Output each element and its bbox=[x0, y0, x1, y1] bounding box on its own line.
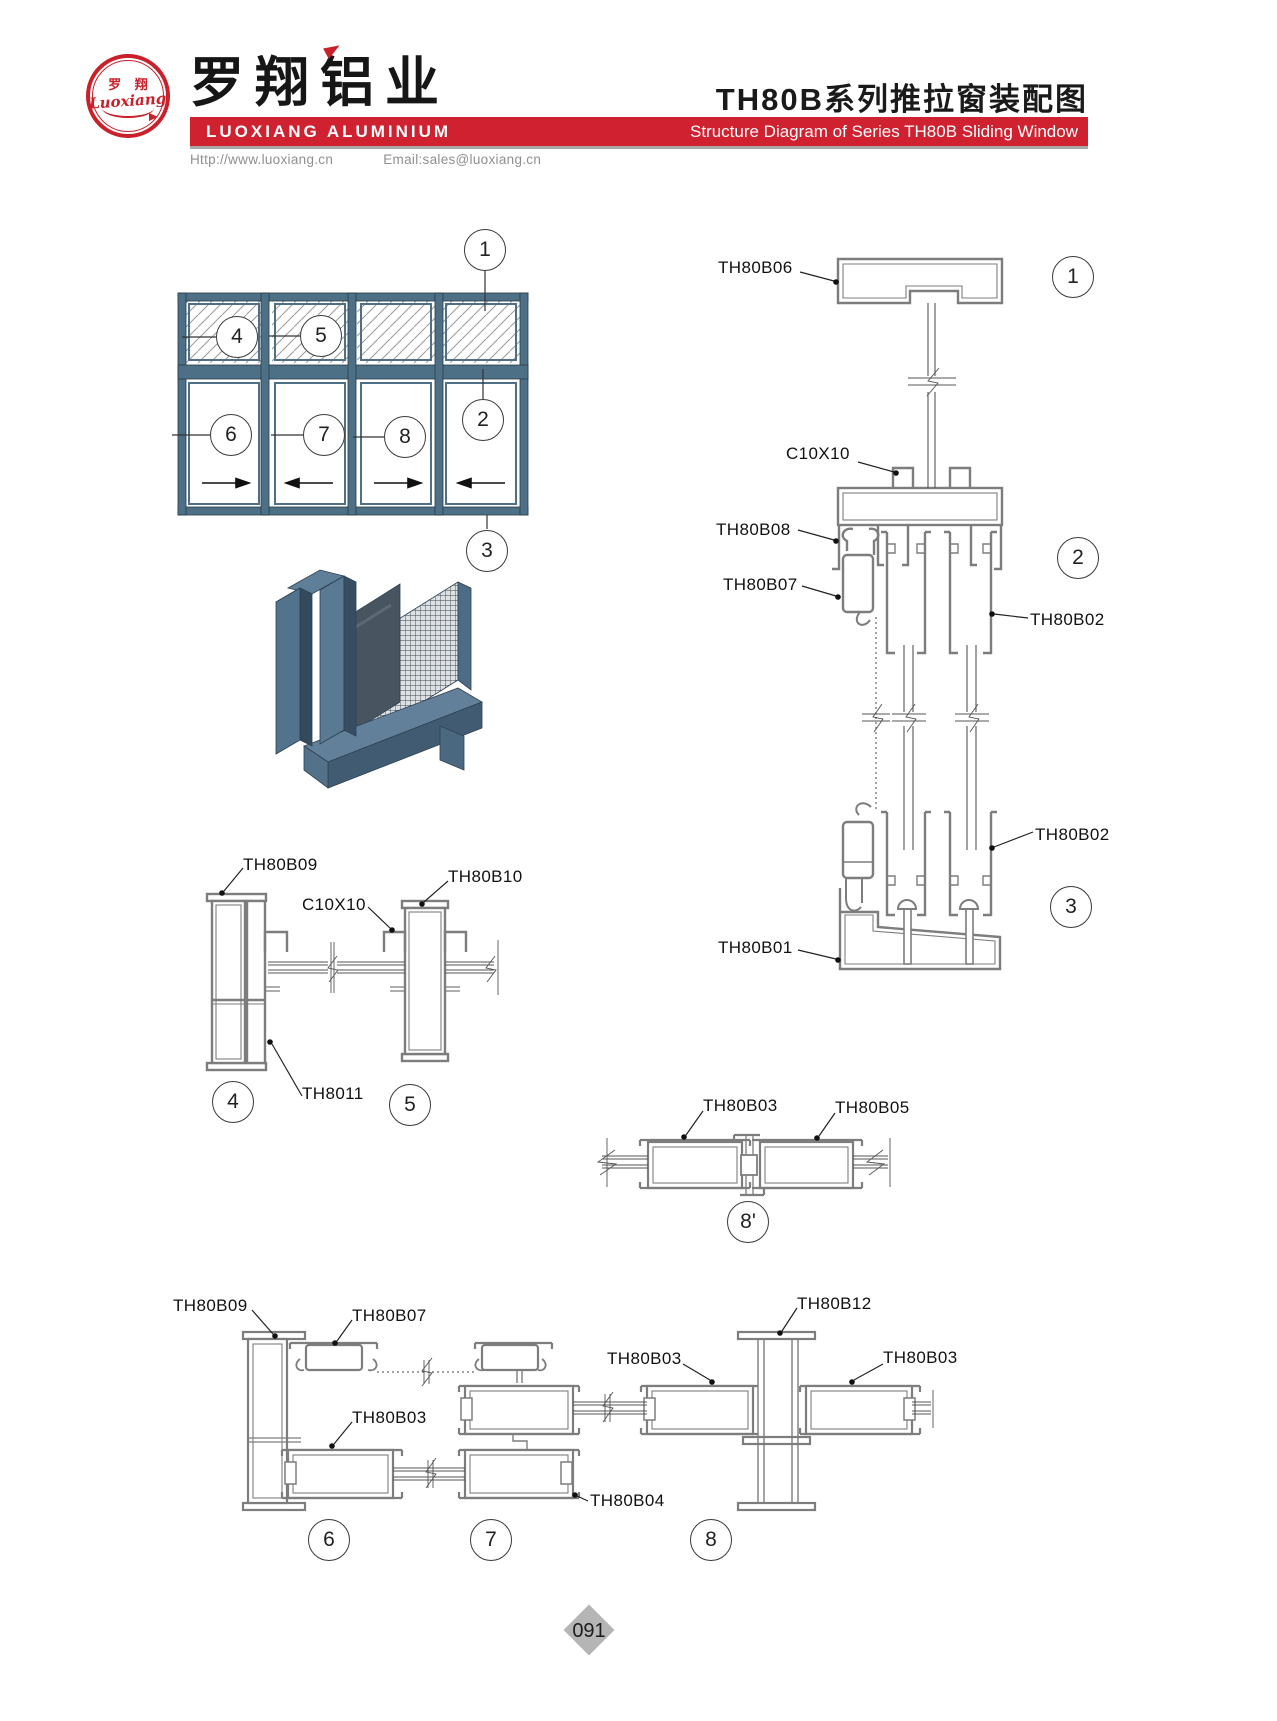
label-th8011: TH8011 bbox=[302, 1084, 364, 1103]
header-banner: LUOXIANG ALUMINIUM Structure Diagram of … bbox=[190, 117, 1088, 146]
label-th80b02-lower: TH80B02 bbox=[1035, 825, 1110, 844]
callout-2-elevation: 2 bbox=[462, 399, 504, 441]
elevation-sash-outlines bbox=[188, 303, 517, 505]
slide-direction-arrows bbox=[202, 477, 505, 489]
company-logo-icon: 罗 翔 Luoxiang bbox=[86, 54, 170, 138]
detail-8p-drawing bbox=[596, 1110, 891, 1197]
section-leader-lines bbox=[797, 271, 1034, 963]
banner-shadow bbox=[190, 146, 1088, 149]
window-elevation-drawing bbox=[172, 271, 529, 529]
callout-3-section: 3 bbox=[1050, 886, 1092, 928]
detail8p-glass-lines bbox=[596, 1138, 891, 1187]
label-th80b09-detail678: TH80B09 bbox=[173, 1296, 248, 1315]
callout-8-detail: 8 bbox=[690, 1519, 732, 1561]
detail45-profiles bbox=[205, 892, 468, 1072]
label-th80b07-detail678: TH80B07 bbox=[352, 1306, 427, 1325]
label-th80b02-upper: TH80B02 bbox=[1030, 610, 1105, 629]
detail8p-leader-lines bbox=[681, 1110, 836, 1141]
label-th80b09-detail45: TH80B09 bbox=[243, 855, 318, 874]
label-th80b03-mid: TH80B03 bbox=[607, 1349, 682, 1368]
website-link[interactable]: Http://www.luoxiang.cn bbox=[190, 152, 334, 167]
elevation-leader-lines bbox=[172, 271, 488, 529]
callout-1-section: 1 bbox=[1052, 256, 1094, 298]
callout-6-elevation: 6 bbox=[210, 414, 252, 456]
detail-45-drawing bbox=[205, 867, 499, 1097]
label-c10x10-detail45: C10X10 bbox=[302, 895, 366, 914]
callout-2-section: 2 bbox=[1057, 537, 1099, 579]
callout-4-elevation: 4 bbox=[216, 316, 258, 358]
detail678-leader-lines bbox=[251, 1307, 884, 1502]
label-th80b04: TH80B04 bbox=[590, 1491, 665, 1510]
label-th80b06: TH80B06 bbox=[718, 258, 793, 277]
label-th80b03-lower-left: TH80B03 bbox=[352, 1408, 427, 1427]
detail678-profiles bbox=[241, 1330, 922, 1512]
page-subtitle-en: Structure Diagram of Series TH80B Slidin… bbox=[689, 121, 1078, 141]
section-glass-lines bbox=[862, 303, 989, 850]
label-th80b03-detail8p: TH80B03 bbox=[703, 1096, 778, 1115]
callout-5-detail: 5 bbox=[389, 1084, 431, 1126]
callout-8-elevation: 8 bbox=[384, 416, 426, 458]
detail45-leader-lines bbox=[219, 867, 449, 1097]
contact-line: Http://www.luoxiang.cn Email:sales@luoxi… bbox=[190, 152, 587, 167]
company-name-cn: 罗翔铝业 bbox=[190, 53, 450, 113]
label-th80b10: TH80B10 bbox=[448, 867, 523, 886]
callout-7-elevation: 7 bbox=[303, 414, 345, 456]
callout-8p-detail: 8' bbox=[727, 1201, 769, 1243]
detail-678-drawing bbox=[241, 1307, 934, 1512]
callout-4-detail: 4 bbox=[212, 1081, 254, 1123]
elevation-frame bbox=[177, 292, 529, 516]
logo-arrow-icon bbox=[102, 108, 158, 121]
detail45-glass-lines bbox=[268, 940, 499, 995]
callout-7-detail: 7 bbox=[470, 1519, 512, 1561]
email-link[interactable]: Email:sales@luoxiang.cn bbox=[383, 152, 542, 167]
label-th80b05: TH80B05 bbox=[835, 1098, 910, 1117]
logo-inner-ring: 罗 翔 Luoxiang bbox=[89, 60, 167, 132]
label-th80b12: TH80B12 bbox=[797, 1294, 872, 1313]
callout-3-elevation: 3 bbox=[466, 530, 508, 572]
logo-cn-text: 罗 翔 bbox=[108, 77, 153, 92]
callout-6-detail: 6 bbox=[308, 1519, 350, 1561]
label-th80b03-right: TH80B03 bbox=[883, 1348, 958, 1367]
page-number: 091 bbox=[572, 1620, 606, 1642]
callout-5-elevation: 5 bbox=[300, 315, 342, 357]
callout-1-elevation: 1 bbox=[464, 229, 506, 271]
vertical-section-drawing bbox=[797, 257, 1034, 971]
label-th80b08: TH80B08 bbox=[716, 520, 791, 539]
label-c10x10-section: C10X10 bbox=[786, 444, 850, 463]
company-name-en: LUOXIANG ALUMINIUM bbox=[206, 121, 452, 141]
section-profiles bbox=[832, 257, 1004, 971]
label-th80b01: TH80B01 bbox=[718, 938, 793, 957]
detail8p-profiles bbox=[638, 1133, 864, 1197]
label-th80b07-section: TH80B07 bbox=[723, 575, 798, 594]
profile-3d-render bbox=[275, 569, 483, 789]
page-title-cn: TH80B系列推拉窗装配图 bbox=[715, 82, 1088, 117]
render-shapes bbox=[275, 569, 483, 789]
detail678-glass-lines bbox=[393, 1357, 934, 1489]
